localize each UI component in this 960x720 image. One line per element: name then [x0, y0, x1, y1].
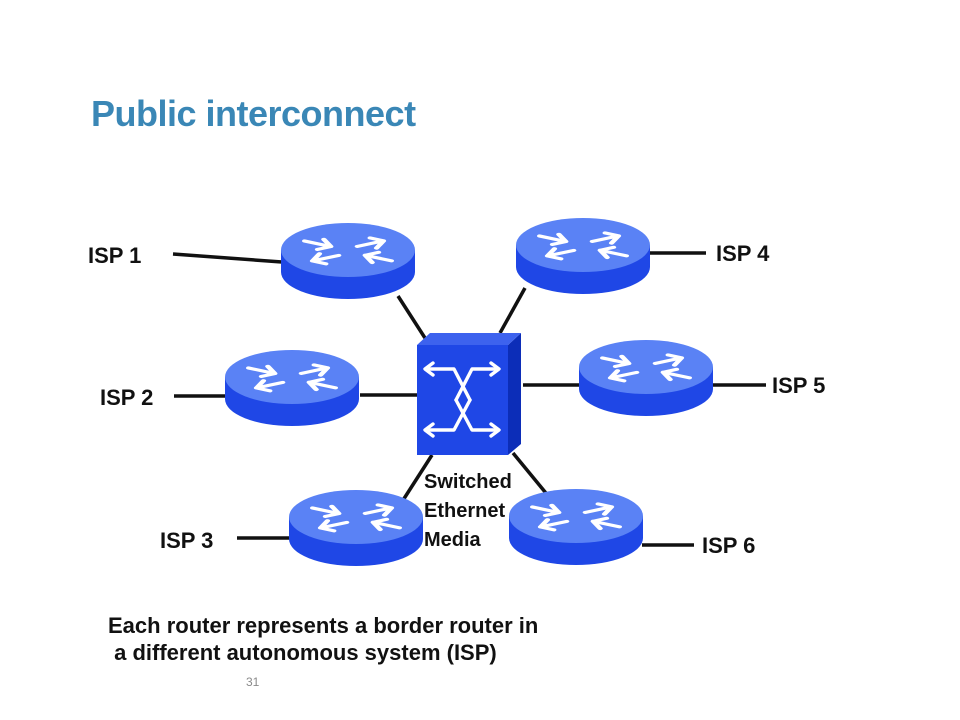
caption-line-2: a different autonomous system (ISP): [108, 640, 497, 665]
router-isp2: [223, 348, 361, 428]
slide-number: 31: [246, 675, 260, 689]
router-isp5: [577, 338, 715, 418]
label-isp1: ISP 1: [88, 243, 141, 268]
router-isp6: [507, 487, 645, 567]
router-icon: [507, 487, 645, 567]
switch-label-line2: Ethernet: [424, 500, 505, 522]
router-icon: [223, 348, 361, 428]
router-icon: [514, 216, 652, 296]
link-isp6: [511, 451, 552, 500]
router-icon: [279, 221, 417, 301]
ethernet-switch-icon: [417, 333, 521, 455]
slide-caption: Each router represents a border router i…: [108, 612, 538, 666]
switch-label-line3: Media: [424, 529, 482, 551]
switch-label-line1: Switched: [424, 471, 512, 493]
router-isp4: [514, 216, 652, 296]
router-isp3: [287, 488, 425, 568]
label-isp3: ISP 3: [160, 528, 213, 553]
caption-line-1: Each router represents a border router i…: [108, 613, 539, 638]
router-icon: [577, 338, 715, 418]
link-isp4: [498, 287, 527, 334]
label-isp2: ISP 2: [100, 385, 153, 410]
slide-title: Public interconnect: [91, 93, 416, 134]
router-isp1: [279, 221, 417, 301]
label-isp4: ISP 4: [716, 241, 770, 266]
label-isp6: ISP 6: [702, 533, 755, 558]
links: [172, 251, 766, 547]
uplink-isp1: [172, 252, 283, 264]
link-isp1: [396, 295, 427, 339]
label-isp5: ISP 5: [772, 373, 825, 398]
router-icon: [287, 488, 425, 568]
